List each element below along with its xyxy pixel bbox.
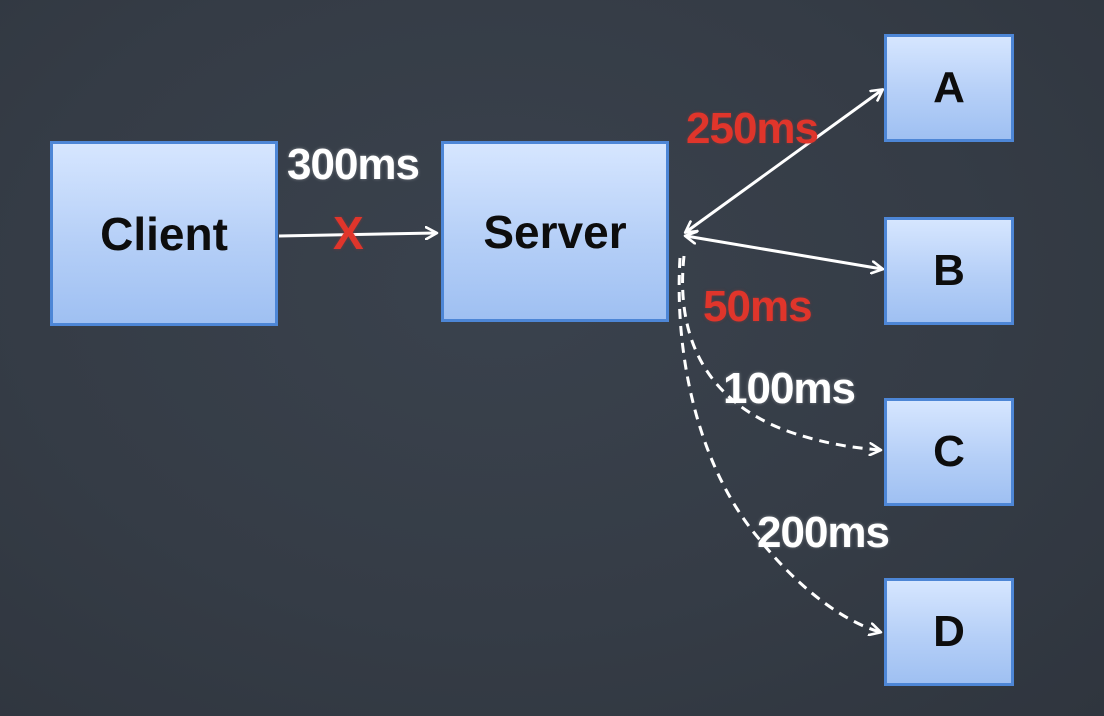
arrow-server-b — [686, 236, 882, 269]
backend-c-label: C — [933, 427, 965, 476]
backend-d-label: D — [933, 607, 965, 656]
latency-server-d: 200ms — [757, 508, 890, 557]
latency-server-a: 250ms — [686, 104, 819, 153]
arrow-server-a — [686, 90, 882, 232]
cancel-x-icon: X — [333, 207, 364, 259]
server-label: Server — [483, 205, 627, 258]
backend-a-label: A — [933, 63, 965, 112]
backend-b-label: B — [933, 246, 965, 295]
backend-b-node: B — [884, 217, 1014, 325]
latency-server-c: 100ms — [723, 364, 856, 413]
latency-client-server: 300ms — [287, 140, 420, 189]
client-label: Client — [100, 207, 228, 260]
backend-c-node: C — [884, 398, 1014, 506]
arrow-server-c — [681, 255, 880, 450]
backend-d-node: D — [884, 578, 1014, 686]
arrow-client-server — [278, 233, 436, 236]
arrow-server-d — [677, 257, 880, 632]
latency-server-b: 50ms — [703, 282, 813, 331]
backend-a-node: A — [884, 34, 1014, 142]
server-node: Server — [441, 141, 669, 322]
client-node: Client — [50, 141, 278, 326]
